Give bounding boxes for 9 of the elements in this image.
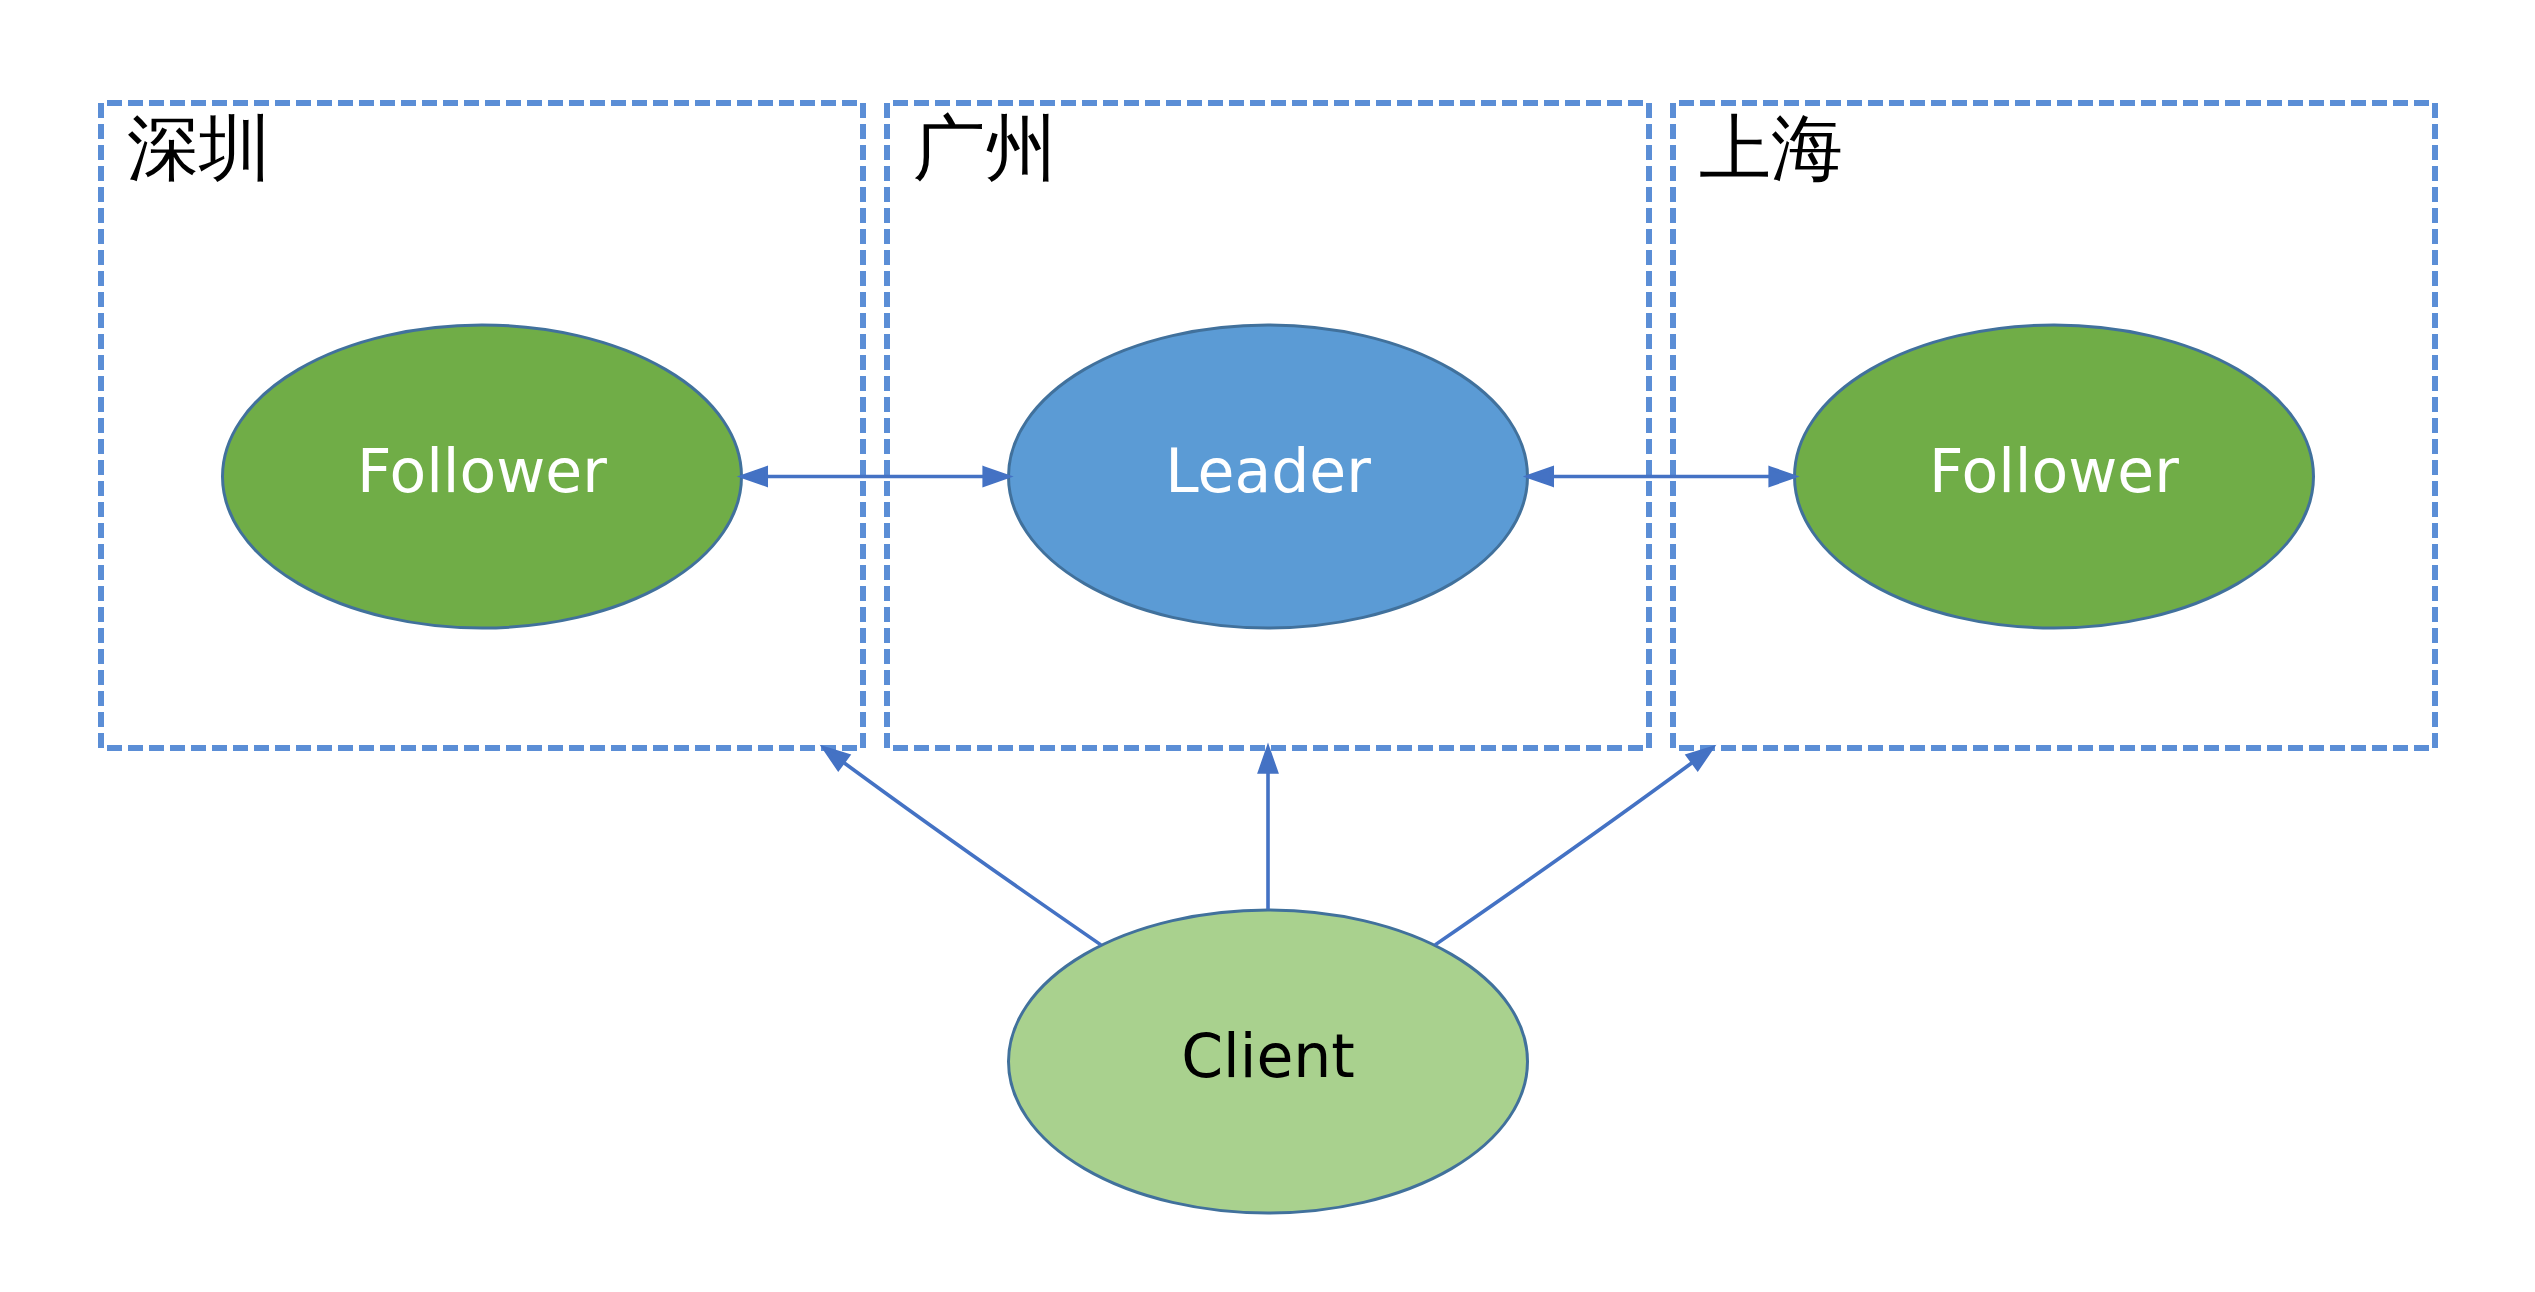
- arrow: [819, 744, 1102, 947]
- node-ellipse: Leader: [1006, 323, 1529, 630]
- arrow: [1433, 744, 1716, 947]
- node-ellipse: Follower: [1792, 323, 2315, 630]
- arrow: [736, 465, 1014, 488]
- arrow: [1256, 742, 1279, 910]
- node-ellipse: Client: [1006, 908, 1529, 1215]
- node-ellipse: Follower: [220, 323, 743, 630]
- arrow: [1522, 465, 1800, 488]
